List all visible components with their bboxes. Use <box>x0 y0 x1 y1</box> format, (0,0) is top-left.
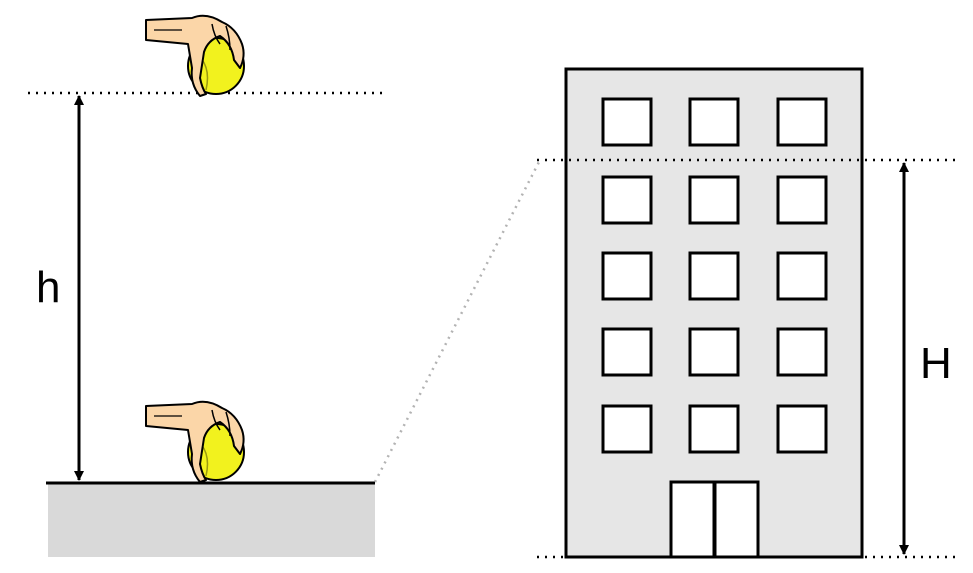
ground-block <box>48 483 375 557</box>
building-window <box>776 175 828 225</box>
building-window <box>776 404 828 454</box>
scale-guide-line <box>373 159 542 483</box>
building-window <box>776 251 828 301</box>
building <box>564 67 864 559</box>
hand-holding-ball-icon <box>145 400 245 483</box>
building-window <box>601 404 653 454</box>
building-window <box>601 327 653 377</box>
building-window <box>688 175 740 225</box>
building-window <box>688 404 740 454</box>
H-label: H <box>920 339 952 388</box>
building-window <box>688 251 740 301</box>
building-window <box>688 97 740 147</box>
building-window <box>601 175 653 225</box>
building-window <box>601 97 653 147</box>
building-window <box>601 251 653 301</box>
building-window <box>776 97 828 147</box>
building-window <box>688 327 740 377</box>
building-window <box>776 327 828 377</box>
building-door <box>669 480 760 559</box>
building-windows <box>601 97 828 454</box>
hand-holding-ball-icon <box>145 14 245 97</box>
h-label: h <box>36 263 60 312</box>
